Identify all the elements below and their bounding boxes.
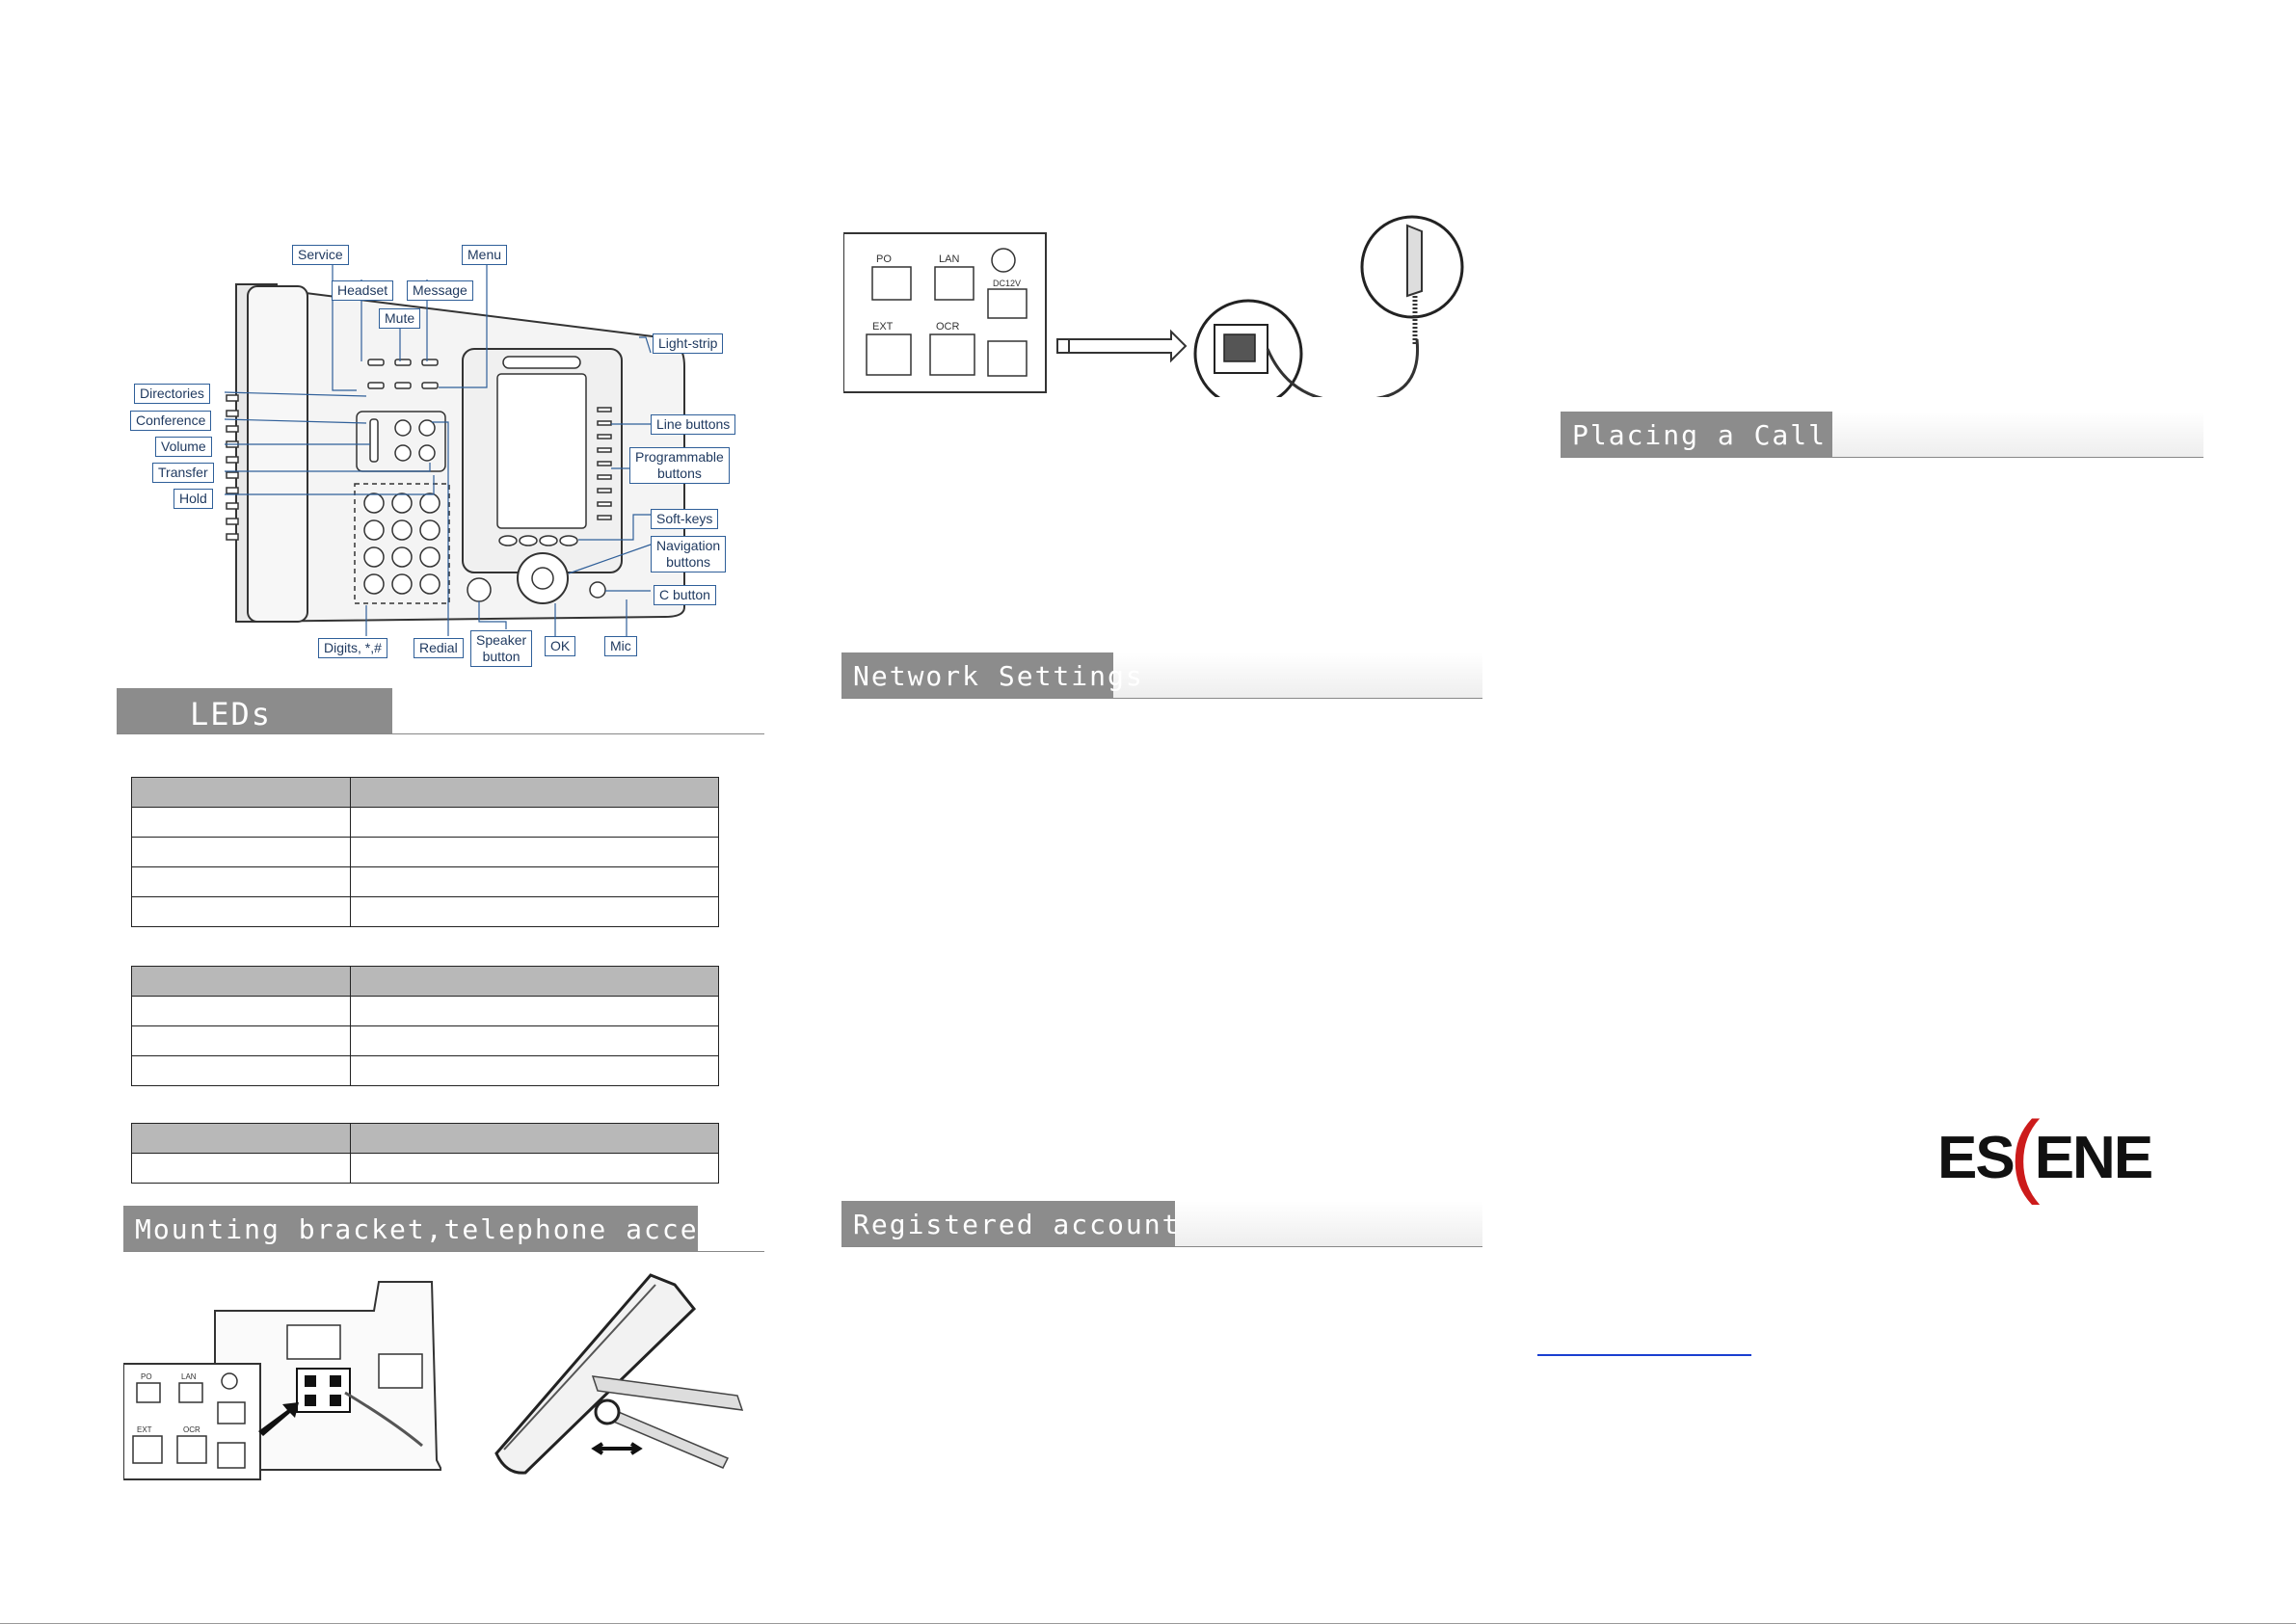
section-network-title: Network Settings bbox=[853, 660, 1144, 692]
stand-adjustment-illustration bbox=[494, 1273, 744, 1475]
label-soft-keys: Soft-keys bbox=[651, 509, 719, 529]
label-hold: Hold bbox=[174, 489, 213, 509]
label-mic: Mic bbox=[604, 636, 637, 656]
label-speaker-line1: Speaker bbox=[476, 632, 527, 648]
label-volume: Volume bbox=[155, 437, 212, 457]
label-headset: Headset bbox=[332, 280, 394, 301]
label-navigation-line2: buttons bbox=[666, 554, 711, 570]
led-table-1 bbox=[131, 777, 719, 927]
label-programmable-line1: Programmable bbox=[635, 449, 724, 465]
port-label-ocr-large: OCR bbox=[936, 321, 960, 333]
label-digits: Digits, *,# bbox=[318, 638, 387, 658]
label-line-buttons: Line buttons bbox=[651, 414, 736, 435]
section-registered-title: Registered account bbox=[853, 1209, 1181, 1240]
section-network-header: Network Settings bbox=[841, 652, 1482, 699]
phone-back-illustration: PO LAN EXT OCR bbox=[123, 1281, 441, 1480]
label-ok: OK bbox=[545, 636, 576, 656]
label-service: Service bbox=[292, 245, 349, 265]
escene-logo: ES(ENE bbox=[1937, 1094, 2194, 1206]
led-table-2 bbox=[131, 966, 719, 1086]
label-navigation-buttons: Navigation buttons bbox=[651, 536, 727, 572]
logo-text-left: ES bbox=[1937, 1125, 2016, 1191]
section-placing-call-header: Placing a Call bbox=[1561, 412, 2203, 458]
label-mute: Mute bbox=[379, 308, 421, 329]
label-programmable-line2: buttons bbox=[656, 466, 702, 481]
label-navigation-line1: Navigation bbox=[656, 538, 721, 553]
label-light-strip: Light-strip bbox=[653, 333, 724, 354]
section-registered-header: Registered account bbox=[841, 1201, 1482, 1247]
port-label-lan: LAN bbox=[181, 1372, 197, 1381]
website-link-underline[interactable] bbox=[1537, 1354, 1751, 1356]
phone-diagram bbox=[224, 262, 685, 636]
network-connection-illustration: PO LAN EXT OCR DC12V bbox=[843, 215, 1464, 397]
section-mounting-header: Mounting bracket,telephone access bbox=[123, 1206, 764, 1252]
label-programmable-buttons: Programmable buttons bbox=[629, 447, 730, 484]
port-label-po: PO bbox=[141, 1372, 152, 1381]
label-speaker-button: Speaker button bbox=[470, 630, 533, 667]
section-leds-header: LEDs bbox=[117, 688, 764, 734]
logo-text-right: ENE bbox=[2034, 1125, 2153, 1191]
port-label-ext-large: EXT bbox=[872, 321, 894, 333]
led-table-3 bbox=[131, 1123, 719, 1184]
label-c-button: C button bbox=[654, 585, 716, 605]
label-transfer: Transfer bbox=[152, 463, 214, 483]
label-message: Message bbox=[407, 280, 473, 301]
port-label-dc-large: DC12V bbox=[993, 279, 1021, 288]
port-label-ext: EXT bbox=[137, 1425, 152, 1434]
port-label-lan-large: LAN bbox=[939, 253, 959, 265]
label-redial: Redial bbox=[414, 638, 464, 658]
label-speaker-line2: button bbox=[482, 649, 521, 664]
section-mounting-title: Mounting bracket,telephone access bbox=[135, 1213, 735, 1245]
logo-accent: ( bbox=[2009, 1103, 2041, 1206]
label-menu: Menu bbox=[462, 245, 508, 265]
label-conference: Conference bbox=[130, 411, 212, 431]
port-label-ocr: OCR bbox=[183, 1425, 200, 1434]
port-label-po-large: PO bbox=[876, 253, 892, 265]
section-leds-title: LEDs bbox=[190, 696, 273, 732]
section-placing-call-title: Placing a Call bbox=[1572, 419, 1828, 451]
label-directories: Directories bbox=[134, 384, 210, 404]
